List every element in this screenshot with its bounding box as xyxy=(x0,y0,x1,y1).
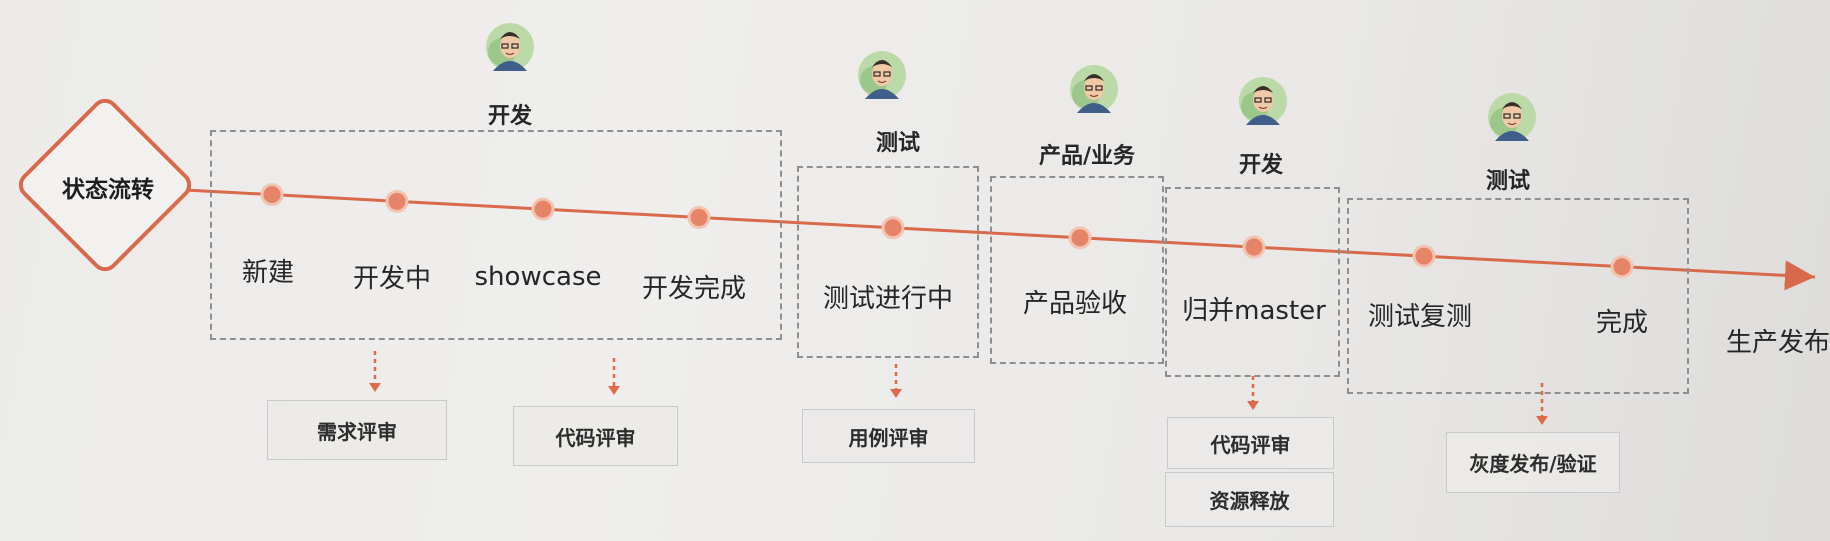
phase-box xyxy=(797,166,979,358)
stage-label: 产品验收 xyxy=(1022,289,1128,319)
stage-label: 测试进行中 xyxy=(822,284,954,314)
stage-node-dot xyxy=(385,189,409,213)
tester-avatar-icon xyxy=(858,51,906,99)
stage-label: 生产发布 xyxy=(1725,328,1830,358)
review-step-box: 代码评审 xyxy=(1167,417,1334,469)
connector-arrowhead xyxy=(369,383,381,392)
role-label: 测试 xyxy=(1485,169,1531,194)
stage-node-dot xyxy=(1068,226,1092,250)
stage-label: 开发中 xyxy=(352,264,432,294)
start-label: 状态流转 xyxy=(62,177,154,203)
product-avatar-icon xyxy=(1070,65,1118,113)
phase-box xyxy=(210,130,782,340)
stage-node-dot xyxy=(260,183,284,207)
stage-node-dot xyxy=(881,216,905,240)
review-step-box: 用例评审 xyxy=(802,409,975,463)
role-label: 产品/业务 xyxy=(1038,144,1136,169)
role-label: 测试 xyxy=(875,131,921,156)
review-step-box: 资源释放 xyxy=(1165,472,1334,527)
stage-label: showcase xyxy=(474,262,602,292)
stage-node-dot xyxy=(1242,235,1266,259)
stage-node-dot xyxy=(1610,255,1634,279)
stage-label: 开发完成 xyxy=(641,274,747,304)
stage-label: 完成 xyxy=(1595,308,1649,338)
stage-node-dot xyxy=(531,197,555,221)
phase-box xyxy=(1165,187,1340,377)
connector-arrowhead xyxy=(890,389,902,398)
connector-arrowhead xyxy=(608,386,620,395)
stage-label: 测试复测 xyxy=(1367,302,1473,332)
phase-box xyxy=(1347,198,1689,394)
timeline-arrow xyxy=(184,188,1816,291)
stage-label: 新建 xyxy=(241,258,295,288)
phase-box xyxy=(990,176,1164,364)
connector-arrowhead xyxy=(1536,416,1548,425)
role-label: 开发 xyxy=(487,104,533,129)
review-step-box: 灰度发布/验证 xyxy=(1446,432,1620,493)
stage-node-dot xyxy=(687,205,711,229)
developer-avatar-icon xyxy=(486,23,534,71)
tester-avatar-icon xyxy=(1488,93,1536,141)
developer-avatar-icon xyxy=(1239,77,1287,125)
role-label: 开发 xyxy=(1238,153,1284,178)
review-step-box: 需求评审 xyxy=(267,400,447,460)
stage-node-dot xyxy=(1412,244,1436,268)
stage-label: 归并master xyxy=(1182,296,1326,326)
connector-arrowhead xyxy=(1247,401,1259,410)
review-step-box: 代码评审 xyxy=(513,406,678,466)
